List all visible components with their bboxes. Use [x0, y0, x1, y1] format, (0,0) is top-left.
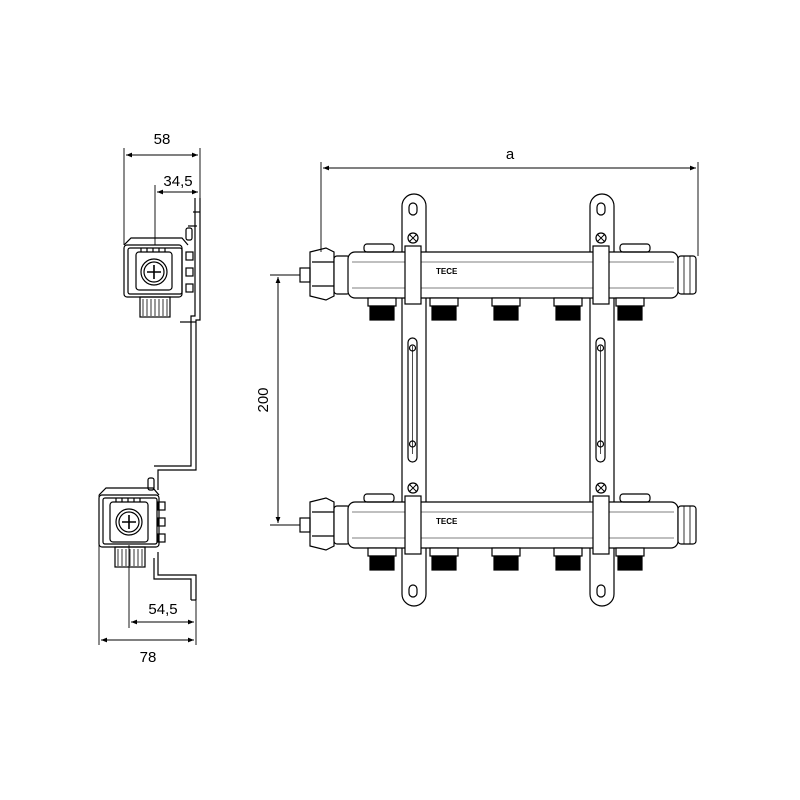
side-dimension-lines: [101, 152, 198, 643]
bottom-outlet: [553, 547, 583, 571]
bottom-outlets: [367, 547, 645, 571]
dim-label-58: 58: [154, 131, 171, 148]
top-manifold-bar: [299, 232, 697, 305]
dim-label-34-5: 34,5: [163, 173, 192, 190]
side-view: [98, 148, 201, 645]
side-extension-lines: [98, 148, 201, 645]
side-top-manifold: [123, 227, 194, 318]
bottom-outlet: [491, 547, 521, 571]
front-extension-lines: [270, 162, 699, 526]
side-bottom-manifold: [98, 477, 166, 568]
bottom-manifold-bar: [299, 482, 697, 555]
bottom-outlet: [429, 547, 459, 571]
top-outlet: [491, 297, 521, 321]
dim-label-78: 78: [140, 649, 157, 666]
front-view: [270, 162, 699, 607]
dim-label-a: a: [506, 146, 515, 163]
bottom-outlet: [367, 547, 397, 571]
dim-label-54-5: 54,5: [148, 601, 177, 618]
bottom-outlet: [615, 547, 645, 571]
top-outlet: [367, 297, 397, 321]
front-dimension-lines: [275, 165, 696, 523]
top-outlet: [553, 297, 583, 321]
top-brand-label: TECE: [436, 267, 458, 276]
mounting-bracket: [153, 198, 201, 601]
dim-label-200: 200: [255, 387, 272, 412]
top-outlet: [615, 297, 645, 321]
bottom-brand-label: TECE: [436, 517, 458, 526]
top-outlet: [429, 297, 459, 321]
top-outlets: [367, 297, 645, 321]
